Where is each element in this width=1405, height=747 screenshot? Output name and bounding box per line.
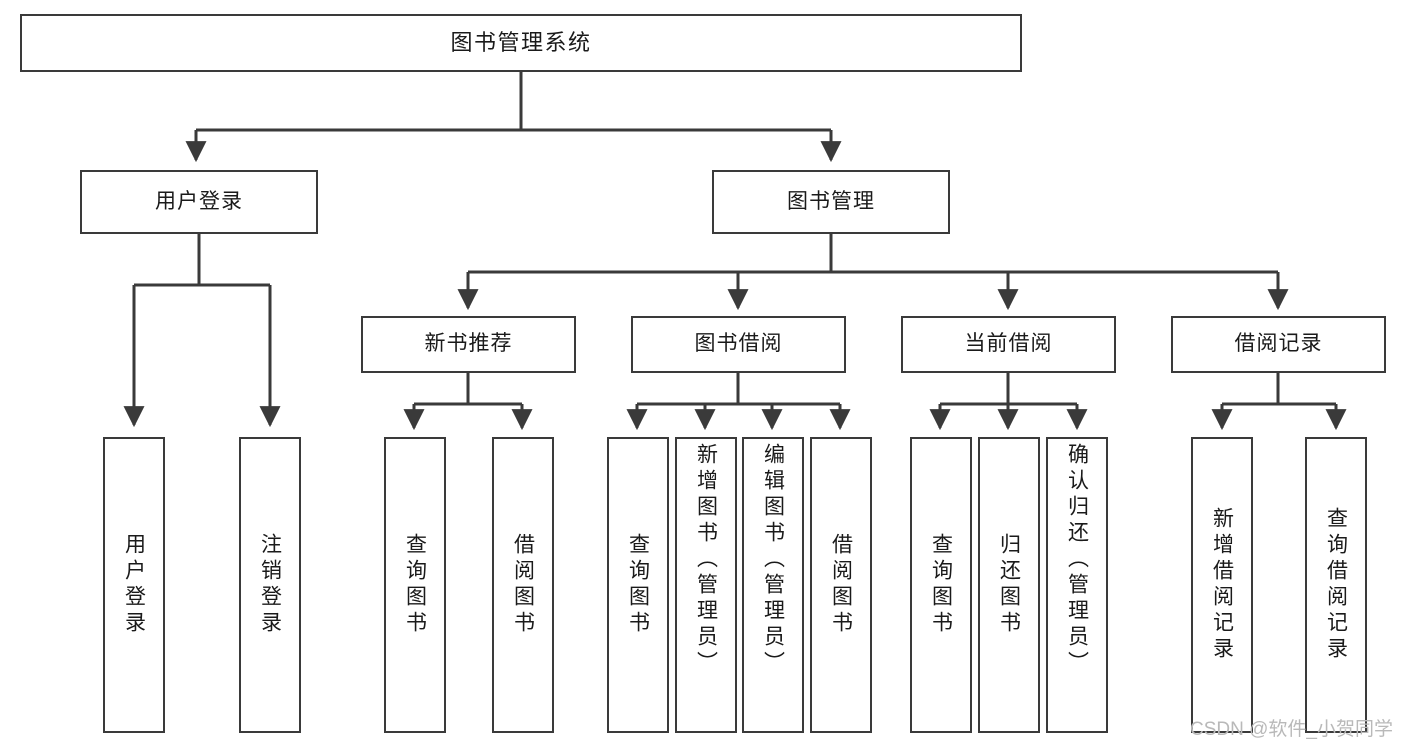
node-new-book-rec[interactable]: 新书推荐 xyxy=(361,316,576,373)
node-leaf-query-record[interactable]: 查询借阅记录 xyxy=(1305,437,1367,733)
node-leaf-query-book-3-label: 查询图书 xyxy=(929,533,953,637)
node-root-system[interactable]: 图书管理系统 xyxy=(20,14,1022,72)
node-leaf-query-book-3[interactable]: 查询图书 xyxy=(910,437,972,733)
csdn-watermark: CSDN @软件_小贺同学 xyxy=(1190,719,1393,740)
node-borrow-record-label: 借阅记录 xyxy=(1234,332,1323,356)
node-leaf-add-record-label: 新增借阅记录 xyxy=(1210,507,1234,663)
node-leaf-return-book[interactable]: 归还图书 xyxy=(978,437,1040,733)
node-leaf-confirm-return[interactable]: 确认归还（管理员） xyxy=(1046,437,1108,733)
node-leaf-confirm-return-label: 确认归还（管理员） xyxy=(1065,443,1089,677)
node-borrow-record[interactable]: 借阅记录 xyxy=(1171,316,1386,373)
node-current-borrow-label: 当前借阅 xyxy=(964,332,1053,356)
node-leaf-user-logout[interactable]: 注销登录 xyxy=(239,437,301,733)
node-leaf-edit-book-label: 编辑图书（管理员） xyxy=(761,443,785,677)
node-leaf-user-login-label: 用户登录 xyxy=(122,533,146,637)
node-leaf-return-book-label: 归还图书 xyxy=(997,533,1021,637)
node-leaf-query-book-2[interactable]: 查询图书 xyxy=(607,437,669,733)
node-book-borrow-label: 图书借阅 xyxy=(694,332,783,356)
node-leaf-borrow-book-1-label: 借阅图书 xyxy=(511,533,535,637)
node-user-login[interactable]: 用户登录 xyxy=(80,170,318,234)
node-leaf-add-book-label: 新增图书（管理员） xyxy=(694,443,718,677)
node-leaf-user-login[interactable]: 用户登录 xyxy=(103,437,165,733)
node-leaf-edit-book[interactable]: 编辑图书（管理员） xyxy=(742,437,804,733)
node-leaf-borrow-book-2[interactable]: 借阅图书 xyxy=(810,437,872,733)
node-book-manage-label: 图书管理 xyxy=(787,189,875,213)
node-new-book-rec-label: 新书推荐 xyxy=(424,332,513,356)
node-leaf-add-record[interactable]: 新增借阅记录 xyxy=(1191,437,1253,733)
node-leaf-query-book-1-label: 查询图书 xyxy=(403,533,427,637)
node-book-borrow[interactable]: 图书借阅 xyxy=(631,316,846,373)
node-leaf-borrow-book-2-label: 借阅图书 xyxy=(829,533,853,637)
node-leaf-add-book[interactable]: 新增图书（管理员） xyxy=(675,437,737,733)
node-leaf-user-logout-label: 注销登录 xyxy=(258,533,282,637)
node-user-login-label: 用户登录 xyxy=(155,189,243,213)
node-leaf-query-book-2-label: 查询图书 xyxy=(626,533,650,637)
node-leaf-query-record-label: 查询借阅记录 xyxy=(1324,507,1348,663)
node-book-manage[interactable]: 图书管理 xyxy=(712,170,950,234)
node-leaf-borrow-book-1[interactable]: 借阅图书 xyxy=(492,437,554,733)
node-current-borrow[interactable]: 当前借阅 xyxy=(901,316,1116,373)
node-leaf-query-book-1[interactable]: 查询图书 xyxy=(384,437,446,733)
node-root-system-label: 图书管理系统 xyxy=(450,30,592,56)
